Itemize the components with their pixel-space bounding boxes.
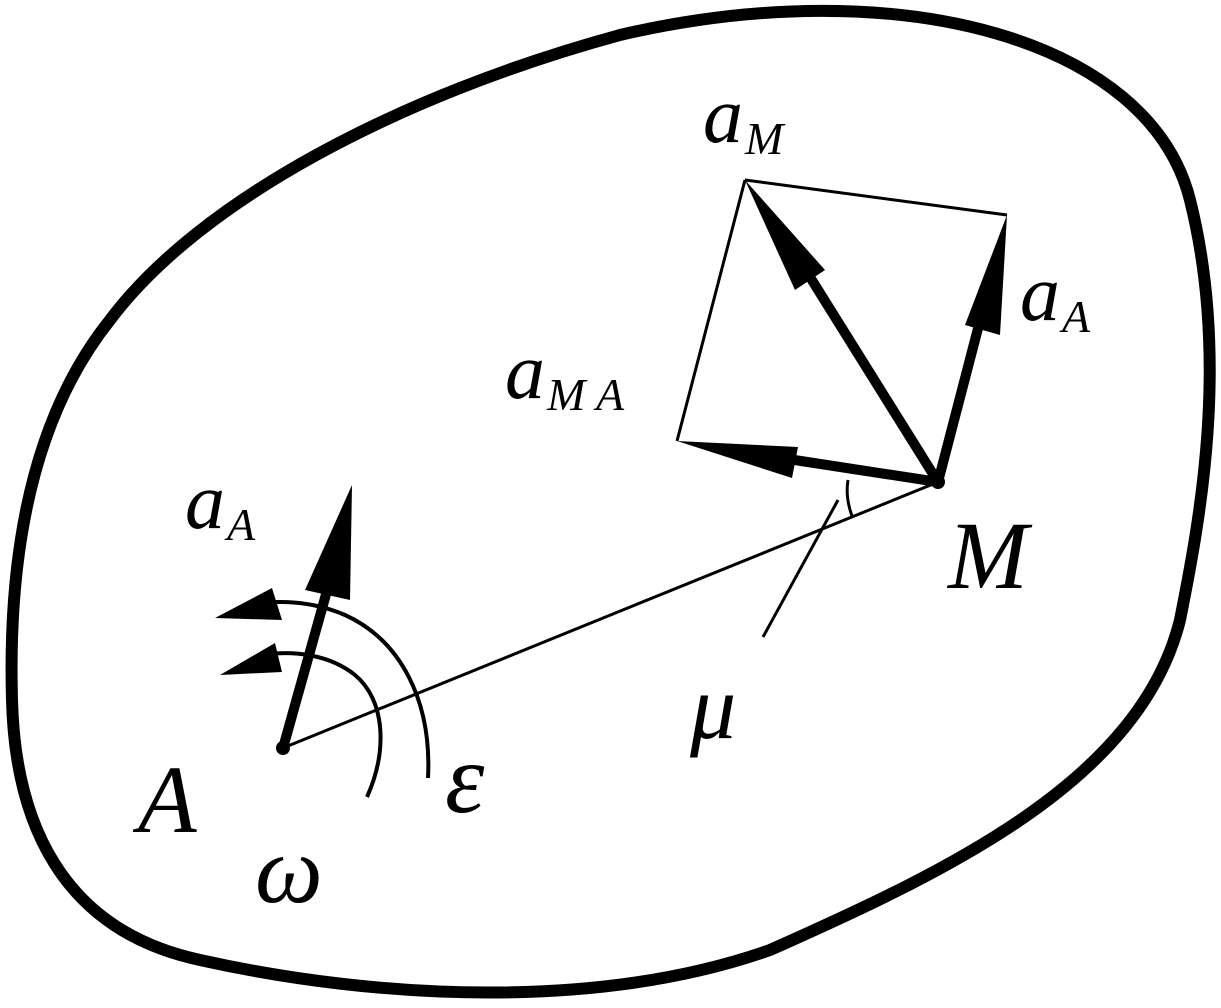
vector-a-ma-arrowhead <box>677 441 798 478</box>
point-m <box>931 475 945 489</box>
parallelogram-side-top <box>744 178 1008 217</box>
label-a-ma-subscript: M A <box>546 369 625 420</box>
point-a <box>276 741 290 755</box>
label-epsilon: ε <box>445 723 485 834</box>
rigid-body-outline <box>5 4 1216 999</box>
vector-a-a-at-a-arrowhead <box>305 485 352 600</box>
vector-a-a-at-m-arrowhead <box>965 215 1007 335</box>
epsilon-arc <box>249 600 431 779</box>
label-a-a-left: aA <box>185 458 256 550</box>
label-point-m: M <box>946 502 1033 609</box>
label-mu: μ <box>689 656 736 758</box>
epsilon-arrowhead <box>215 588 282 620</box>
label-point-a: A <box>132 746 197 853</box>
segment-am <box>282 480 939 750</box>
label-a-ma: aM A <box>505 328 625 420</box>
omega-arc <box>261 651 383 798</box>
omega-arrowhead <box>220 643 282 675</box>
label-a-a-right: aA <box>1020 250 1091 342</box>
parallelogram-side-left <box>675 179 747 442</box>
label-omega: ω <box>255 816 323 923</box>
label-a-m: aM <box>703 72 786 164</box>
mu-leader-line <box>761 499 840 638</box>
angle-mu-arc <box>845 479 854 517</box>
vector-a-m-shaft <box>785 242 943 485</box>
label-a-a-left-subscript: A <box>224 499 256 550</box>
label-a-a-right-subscript: A <box>1059 291 1091 342</box>
vector-a-m-arrowhead <box>745 180 825 290</box>
vector-a-ma-shaft <box>774 452 939 487</box>
label-a-m-subscript: M <box>744 113 786 164</box>
